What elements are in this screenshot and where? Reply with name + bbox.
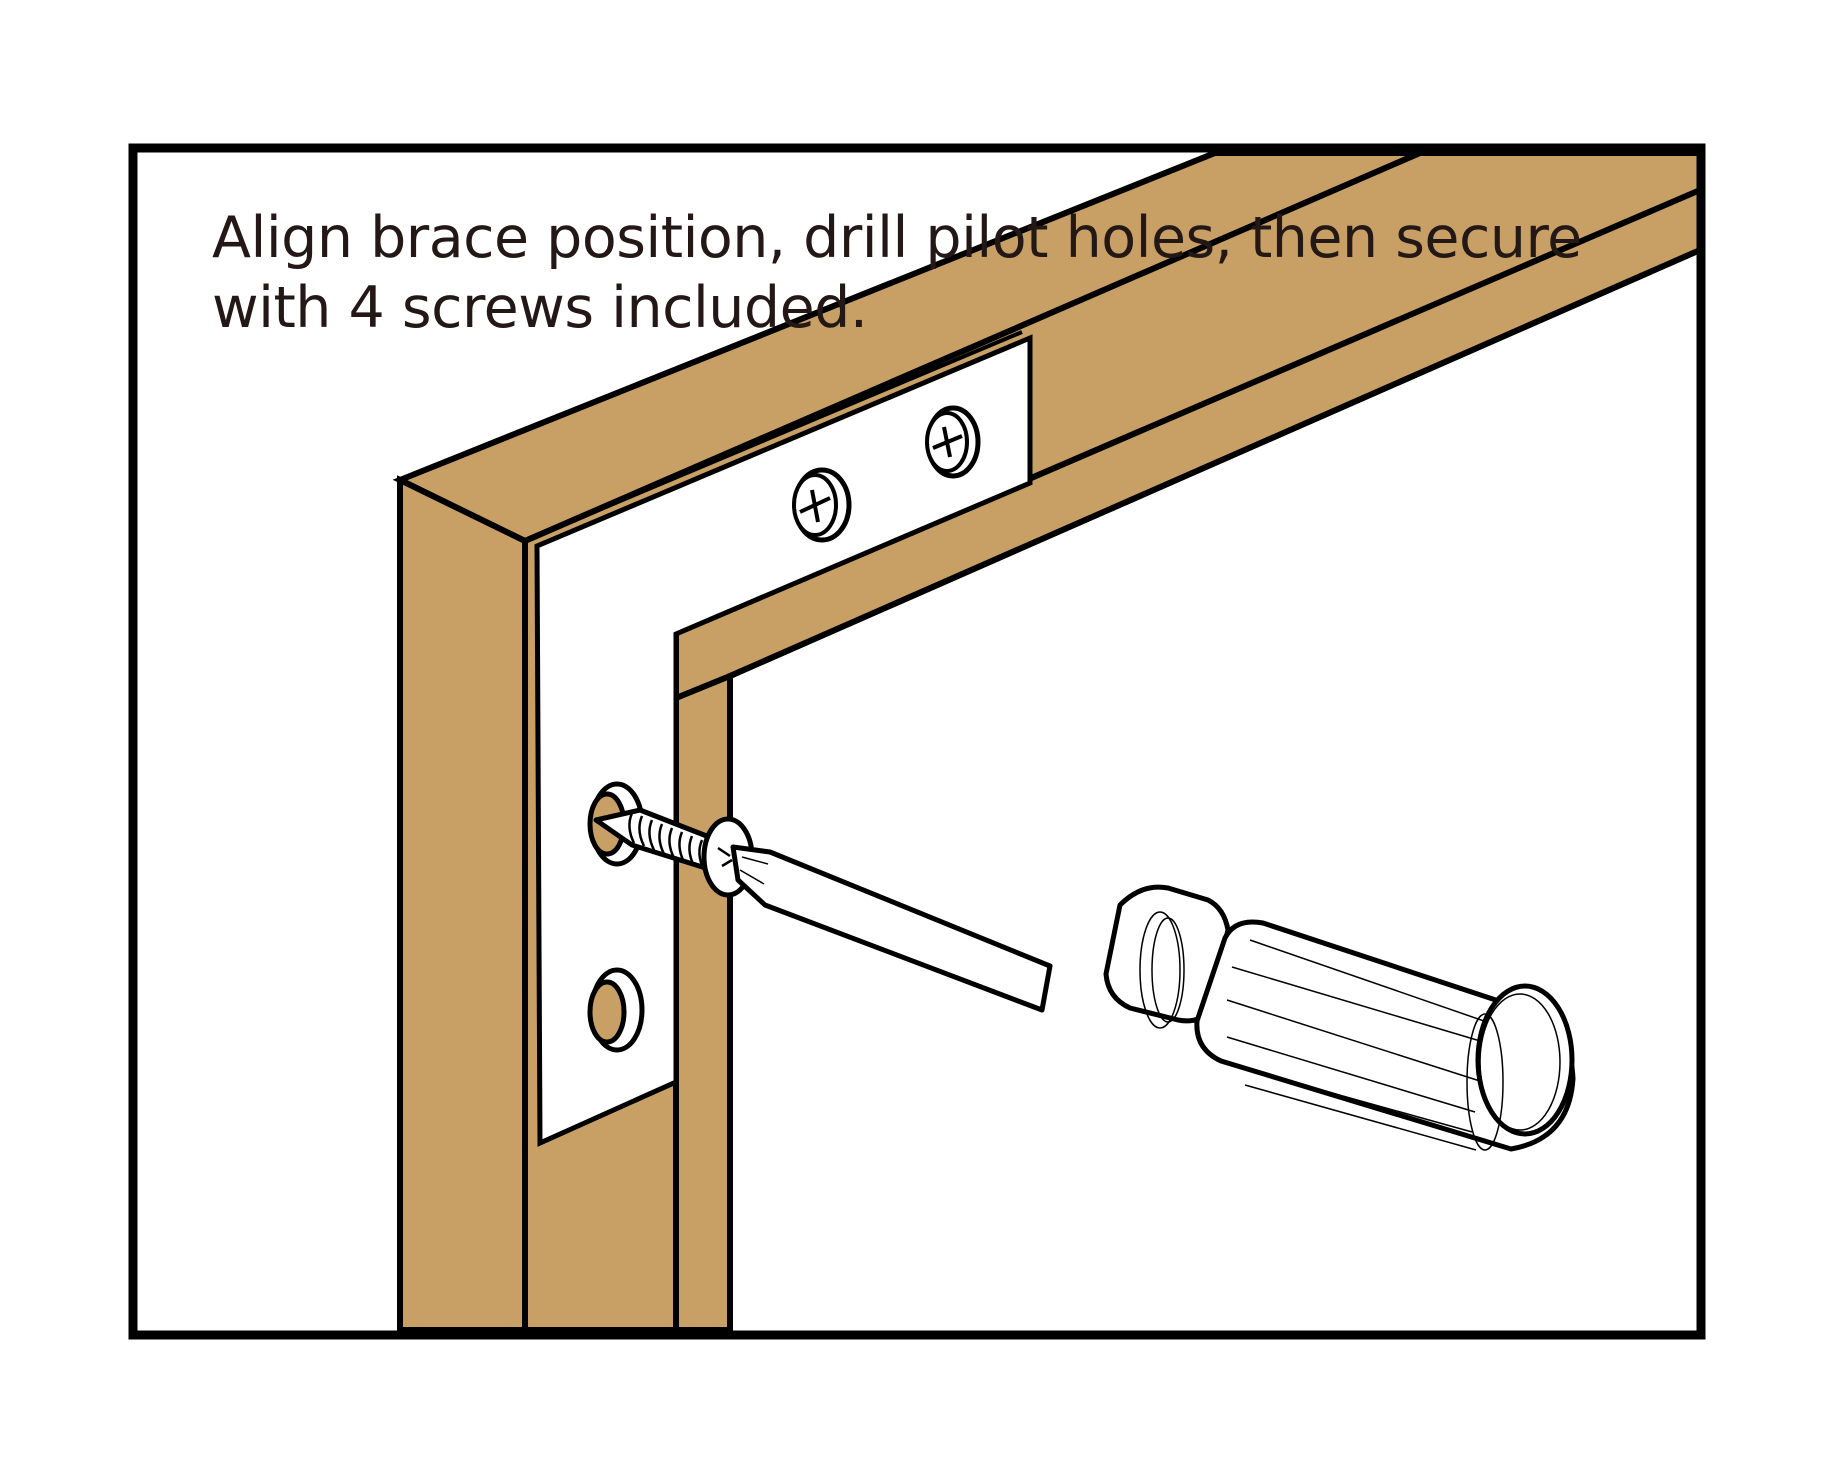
brace-plate <box>534 334 1033 1147</box>
handle-end-cap <box>1475 983 1575 1137</box>
corner-brace <box>523 330 1033 1148</box>
installed-screw-2 <box>925 405 981 479</box>
screwdriver-shaft <box>730 844 1053 1013</box>
illustration-border <box>128 143 1706 1340</box>
pilot-hole-lower <box>587 967 645 1053</box>
screwdriver <box>730 844 1576 1152</box>
left-post-front-face <box>397 475 528 1333</box>
installed-screw-1 <box>792 467 852 543</box>
